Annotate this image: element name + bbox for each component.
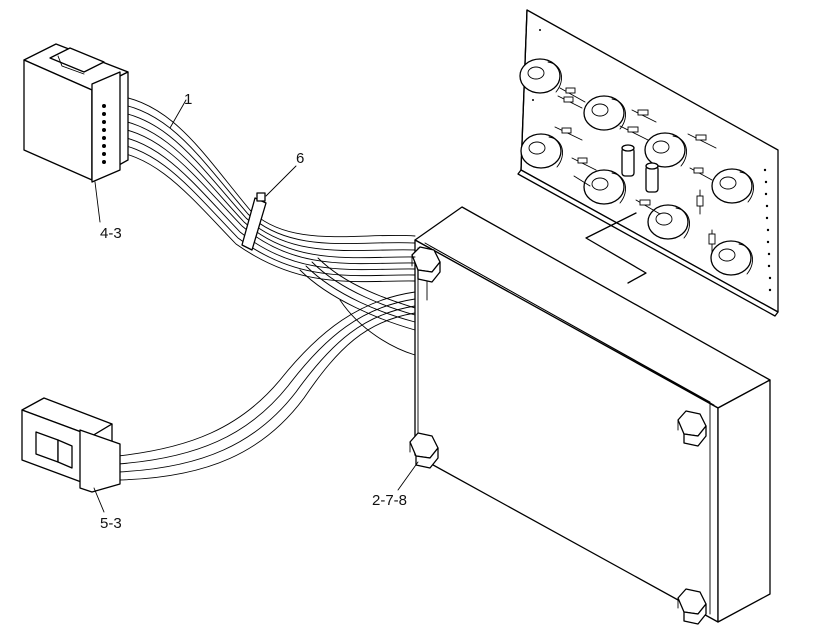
callout-connector-bottom: 5-3 xyxy=(100,515,122,532)
bolt-head xyxy=(411,246,441,283)
bolt-head xyxy=(677,410,707,447)
capacitor xyxy=(645,162,659,193)
wire-harness xyxy=(103,93,416,481)
callout-mounting-bolts: 2-7-8 xyxy=(372,492,407,509)
leader-wire-harness xyxy=(169,99,187,129)
board-edge-holes xyxy=(532,29,772,292)
upper-wire-bundle xyxy=(103,93,416,356)
led-lamp xyxy=(711,168,755,204)
capacitor xyxy=(621,144,635,177)
leader-connector-bottom xyxy=(93,487,105,513)
led-lamp xyxy=(520,133,564,169)
bolt-head xyxy=(677,588,707,625)
led-lamp xyxy=(583,169,627,205)
circuit-board xyxy=(517,9,779,317)
led-lamp xyxy=(583,95,627,131)
mounting-bolts xyxy=(409,246,707,625)
connector-pins xyxy=(102,104,106,164)
lower-wire-bundle xyxy=(117,291,416,481)
cable-tie xyxy=(241,165,297,251)
board-leds xyxy=(519,58,755,276)
led-lamp xyxy=(644,132,688,168)
callout-cable-tie: 6 xyxy=(296,150,304,167)
leader-mounting-bolts xyxy=(397,461,419,491)
control-box xyxy=(414,206,771,623)
led-lamp xyxy=(519,58,563,94)
led-lamp xyxy=(647,204,691,240)
bolt-head xyxy=(409,432,439,469)
connector-bottom xyxy=(21,397,121,513)
leader-cable-tie xyxy=(265,165,297,197)
break-line xyxy=(585,212,647,284)
leader-connector-top xyxy=(94,181,101,223)
connector-top xyxy=(23,43,129,223)
board-components xyxy=(554,87,717,253)
led-lamp xyxy=(710,240,754,276)
callout-connector-top: 4-3 xyxy=(100,225,122,242)
callout-wire-harness: 1 xyxy=(184,91,192,108)
